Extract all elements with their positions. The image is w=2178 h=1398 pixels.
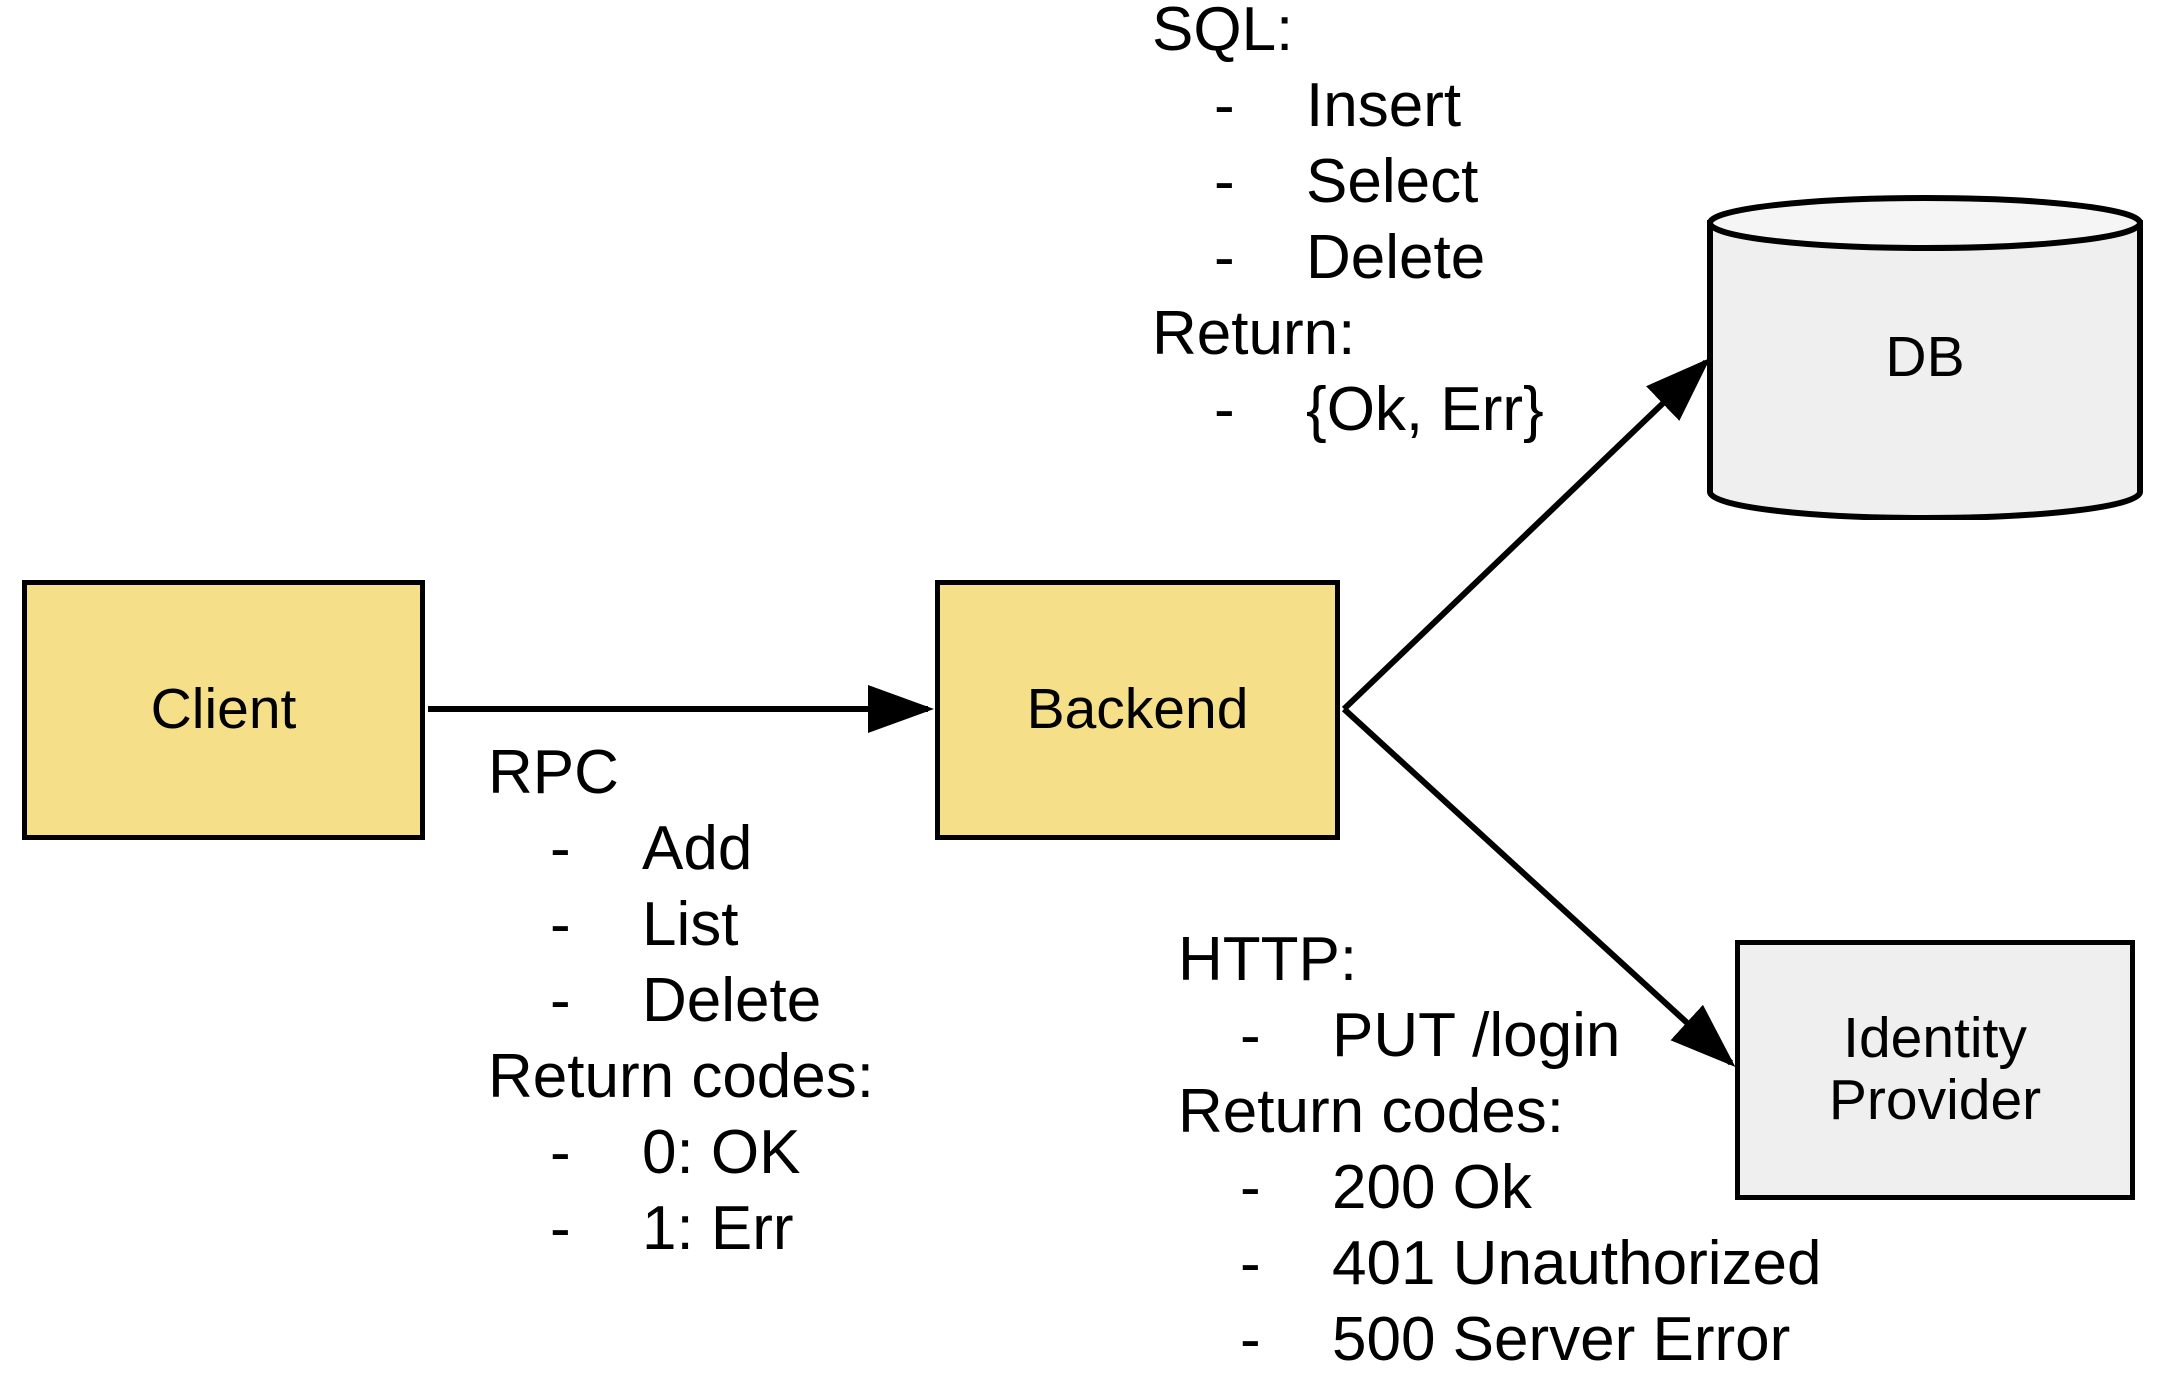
annotation-rpc-return-item-text: 0: OK [642, 1118, 801, 1187]
annotation-http-return-item-text: 200 Ok [1332, 1153, 1532, 1222]
node-db[interactable]: DB [1705, 195, 2145, 520]
node-db-label: DB [1885, 324, 1965, 389]
annotation-http-return-item-text: 401 Unauthorized [1332, 1229, 1822, 1298]
annotation-rpc-item: - List [488, 887, 874, 963]
node-client[interactable]: Client [22, 580, 425, 840]
bullet-dash-icon: - [550, 890, 571, 959]
bullet-dash-icon: - [1214, 223, 1235, 292]
annotation-http-heading: HTTP: [1178, 925, 1358, 994]
annotation-sql-item-text: Delete [1306, 223, 1486, 292]
bullet-dash-icon: - [550, 1118, 571, 1187]
annotation-rpc-return-heading: Return codes: [488, 1042, 874, 1111]
bullet-dash-icon: - [550, 814, 571, 883]
annotation-sql-return-item-text: {Ok, Err} [1306, 375, 1544, 444]
annotation-rpc-item-text: List [642, 890, 739, 959]
annotation-rpc: RPC - Add - List - Delete Return codes: - 0:… [488, 735, 874, 1267]
annotation-sql-heading: SQL: [1152, 0, 1294, 64]
bullet-dash-icon: - [1214, 147, 1235, 216]
annotation-sql-return-item: - {Ok, Err} [1152, 372, 1544, 448]
node-identity-provider-label-line2: Provider [1828, 1068, 2042, 1132]
node-client-label: Client [150, 677, 297, 742]
annotation-rpc-item-text: Add [642, 814, 753, 883]
annotation-http-item: - PUT /login [1178, 998, 1821, 1074]
annotation-rpc-item: - Add [488, 811, 874, 887]
annotation-http-item-text: PUT /login [1332, 1001, 1621, 1070]
annotation-rpc-return-item-text: 1: Err [642, 1194, 794, 1263]
annotation-rpc-item-text: Delete [642, 966, 822, 1035]
annotation-rpc-return-item: - 1: Err [488, 1191, 874, 1267]
bullet-dash-icon: - [550, 966, 571, 1035]
node-identity-provider[interactable]: Identity Provider [1735, 940, 2135, 1200]
annotation-http: HTTP: -PUT /login Return codes: -200 Ok … [1178, 922, 1821, 1378]
annotation-rpc-return-item: - 0: OK [488, 1115, 874, 1191]
node-identity-provider-label-line1: Identity [1843, 1006, 2027, 1071]
bullet-dash-icon: - [1240, 1305, 1261, 1374]
bullet-dash-icon: - [550, 1194, 571, 1263]
annotation-sql: SQL: - Insert - Select - Delete Return: - {O… [1152, 0, 1544, 448]
node-backend-label: Backend [1026, 677, 1249, 742]
database-cylinder-icon [1707, 195, 2143, 520]
annotation-rpc-item: - Delete [488, 963, 874, 1039]
annotation-sql-item-text: Select [1306, 147, 1479, 216]
annotation-sql-item-text: Insert [1306, 71, 1462, 140]
annotation-http-return-item-text: 500 Server Error [1332, 1305, 1791, 1374]
bullet-dash-icon: - [1214, 375, 1235, 444]
annotation-http-return-heading: Return codes: [1178, 1077, 1564, 1146]
node-db-label-wrap: DB [1705, 195, 2145, 520]
bullet-dash-icon: - [1240, 1153, 1261, 1222]
annotation-http-return-item: - 500 Server Error [1178, 1302, 1821, 1378]
bullet-dash-icon: - [1214, 71, 1235, 140]
annotation-sql-item: - Insert [1152, 68, 1544, 144]
annotation-http-return-item: - 401 Unauthorized [1178, 1226, 1821, 1302]
node-identity-provider-label-wrap: Identity Provider [1829, 1008, 2041, 1131]
bullet-dash-icon: - [1240, 1001, 1261, 1070]
annotation-sql-item: - Delete [1152, 220, 1544, 296]
bullet-dash-icon: - [1240, 1229, 1261, 1298]
node-backend[interactable]: Backend [935, 580, 1340, 840]
annotation-sql-item: - Select [1152, 144, 1544, 220]
annotation-sql-return-heading: Return: [1152, 299, 1356, 368]
annotation-rpc-heading: RPC [488, 738, 619, 807]
annotation-http-return-item: - 200 Ok [1178, 1150, 1821, 1226]
